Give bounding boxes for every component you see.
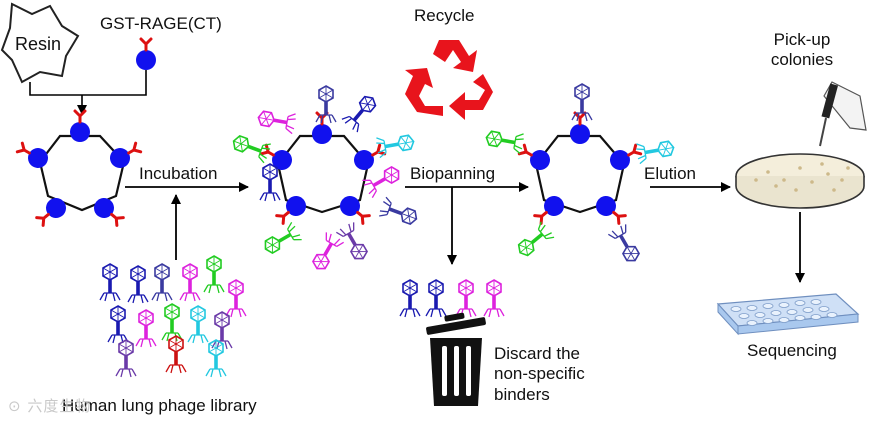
- recycle-icon: [405, 40, 493, 120]
- pipette-icon: [819, 81, 867, 147]
- gst-rage-label: GST-RAGE(CT): [100, 14, 222, 33]
- library-label: Human lung phage library: [62, 396, 257, 415]
- discard-line-3: binders: [494, 384, 550, 404]
- petri-dish-icon: [735, 153, 865, 209]
- discard-line-1: Discard the: [494, 344, 580, 363]
- resin-rage-complex-3: [515, 111, 645, 229]
- discard-line-2: non-specific: [494, 364, 585, 384]
- resin-icon: [0, 2, 80, 84]
- trash-icon: [426, 312, 486, 406]
- watermark: ⊙ 六度生物: [8, 397, 92, 415]
- incubation-label: Incubation: [139, 164, 218, 183]
- resin-label: Resin: [15, 34, 61, 54]
- pickup-line-2: colonies: [770, 49, 834, 69]
- phage-library-cluster: [99, 255, 247, 378]
- sequencing-label: Sequencing: [747, 341, 837, 360]
- pickup-line-1: Pick-up: [773, 30, 831, 49]
- discard-label: Discard the non-specific binders: [494, 344, 585, 405]
- resin-rage-complex-1: [13, 109, 145, 231]
- resin-rage-complex-2: [257, 111, 389, 229]
- bound-phage-cluster-2: [229, 85, 421, 275]
- combine-bracket: [29, 70, 147, 96]
- recycle-label: Recycle: [414, 6, 475, 25]
- discarded-phages: [399, 279, 505, 318]
- pickup-colonies-label: Pick-up colonies: [752, 30, 852, 69]
- elution-label: Elution: [644, 164, 696, 183]
- biopanning-label: Biopanning: [410, 164, 496, 183]
- gst-rage-bead-icon: [134, 37, 158, 72]
- plate-icon: [716, 293, 860, 336]
